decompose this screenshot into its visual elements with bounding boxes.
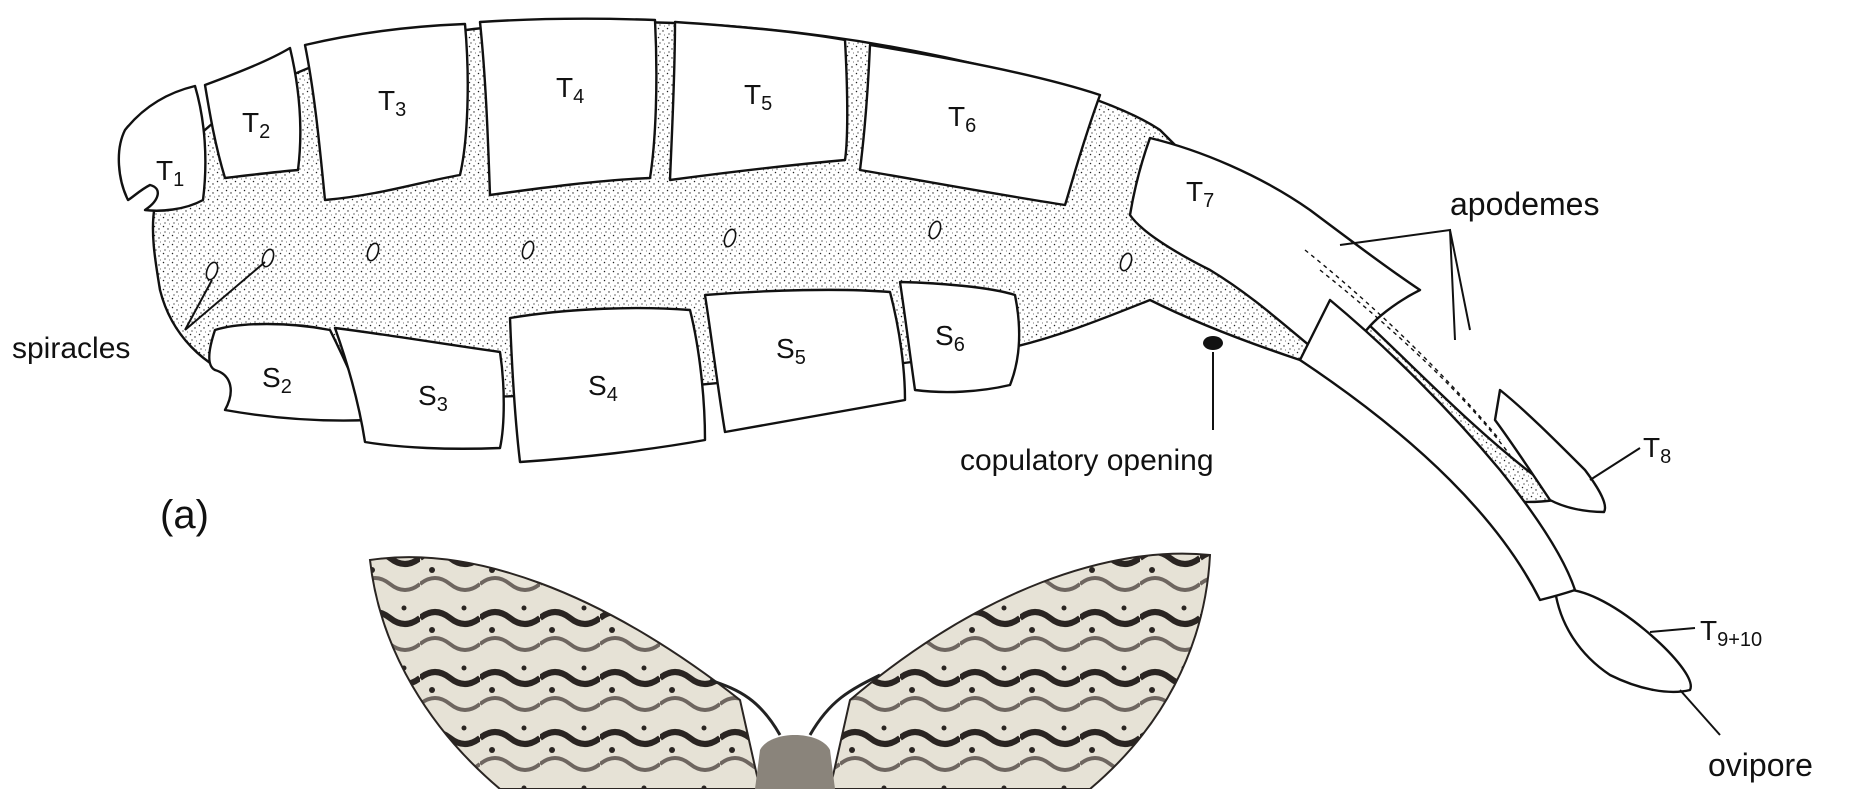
label-spiracles: spiracles <box>12 332 130 365</box>
ovipore-leader <box>1680 690 1720 735</box>
moth-left-wing <box>370 557 760 789</box>
label-copulatory-opening: copulatory opening <box>960 444 1214 477</box>
moth-photo <box>370 554 1210 789</box>
label-ovipore: ovipore <box>1708 747 1813 783</box>
panel-label: (a) <box>160 493 209 537</box>
tergite-9-10 <box>1555 589 1691 692</box>
t9-10-leader <box>1650 628 1695 632</box>
moth-right-wing <box>830 554 1210 789</box>
tergite-4 <box>480 19 656 195</box>
label-apodemes: apodemes <box>1450 186 1599 222</box>
t8-leader <box>1590 448 1640 480</box>
label-t8: T8 <box>1643 432 1671 468</box>
copulatory-opening-mark <box>1203 336 1223 350</box>
moth-body <box>755 735 835 789</box>
label-t9-10: T9+10 <box>1700 615 1762 651</box>
tergite-1 <box>119 86 206 211</box>
